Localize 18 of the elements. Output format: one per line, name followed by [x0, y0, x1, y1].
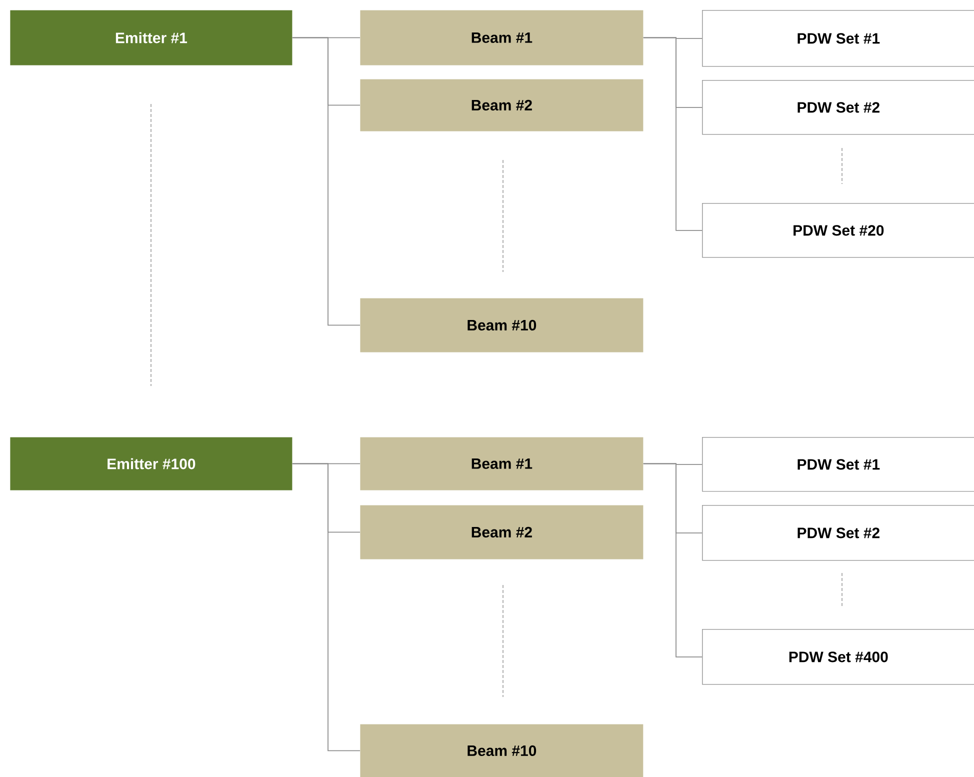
- connector-line: [642, 463, 702, 658]
- beam-box: Beam #10: [360, 724, 644, 777]
- pdw-set-box: PDW Set #400: [702, 629, 974, 685]
- connector-line: [642, 37, 702, 231]
- beam-box: Beam #1: [360, 10, 644, 66]
- emitter-box: Emitter #100: [10, 437, 292, 490]
- pdw-set-box: PDW Set #2: [702, 80, 974, 135]
- beam-box: Beam #2: [360, 79, 644, 132]
- beam-box: Beam #1: [360, 437, 644, 490]
- connector-line: [292, 463, 360, 752]
- pdw-set-box: PDW Set #1: [702, 10, 974, 67]
- beam-box: Beam #10: [360, 298, 644, 352]
- pdw-set-box: PDW Set #20: [702, 203, 974, 258]
- pdw-set-box: PDW Set #1: [702, 437, 974, 492]
- emitter-box: Emitter #1: [10, 10, 292, 66]
- beam-box: Beam #2: [360, 505, 644, 560]
- pdw-set-box: PDW Set #2: [702, 505, 974, 561]
- connector-line: [292, 37, 360, 326]
